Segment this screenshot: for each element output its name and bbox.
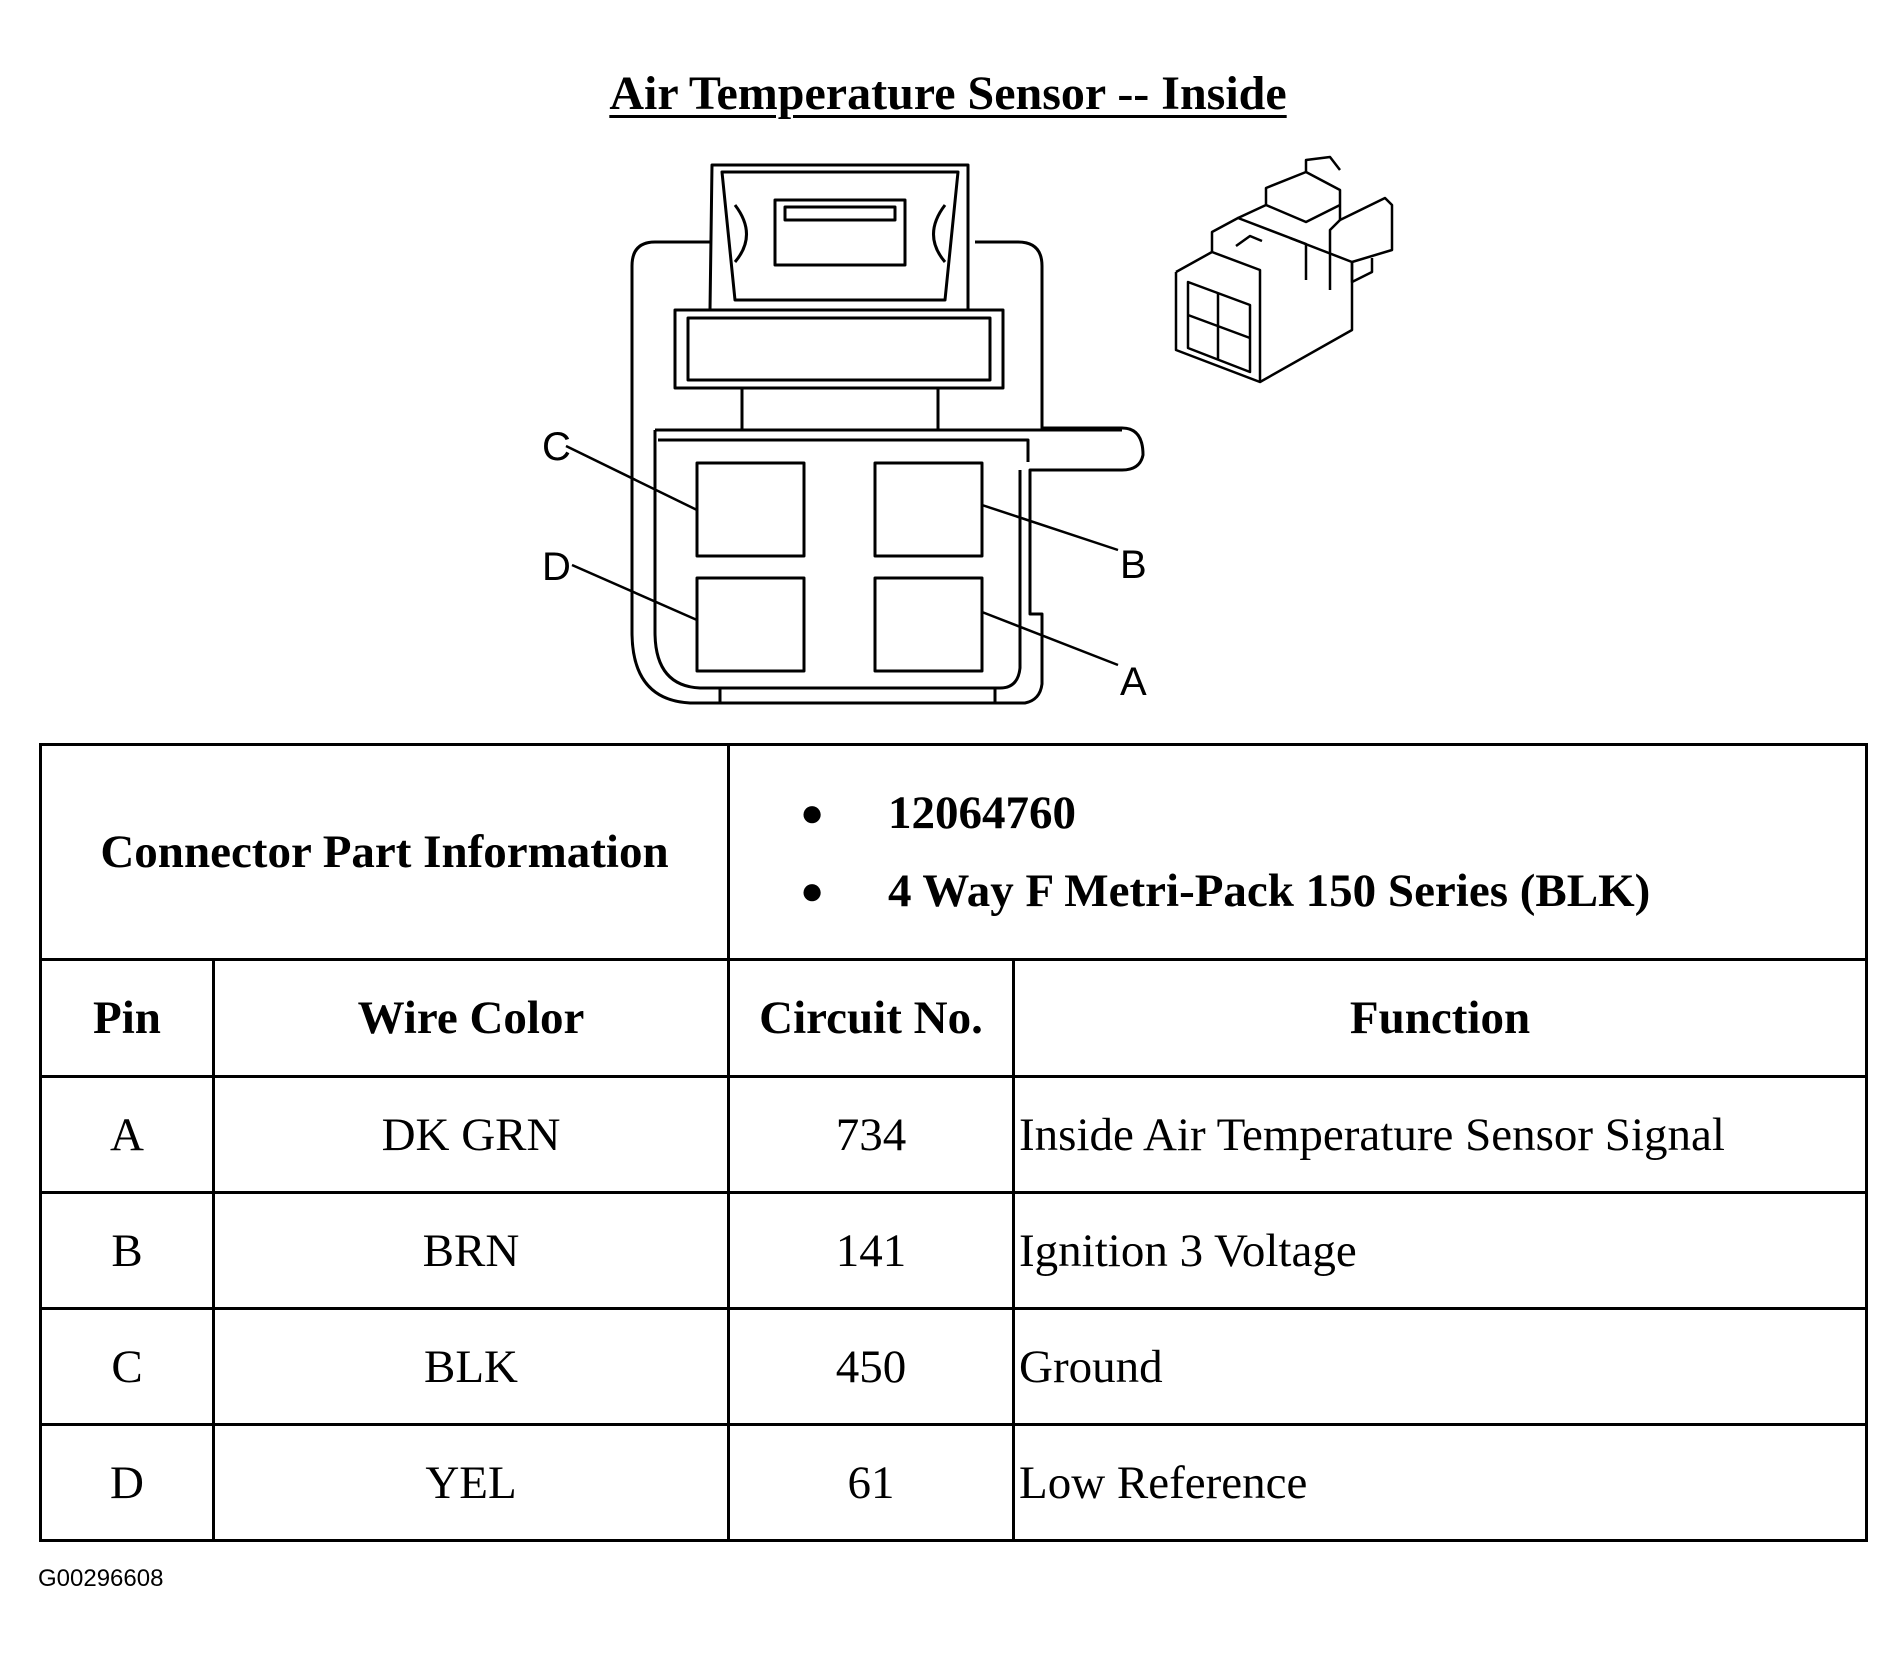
diagram-title: Air Temperature Sensor -- Inside (0, 66, 1896, 122)
figure-id: G00296608 (38, 1565, 164, 1592)
header-circuit-no: Circuit No. (727, 958, 1015, 1078)
cell-function: Ground (1012, 1307, 1868, 1426)
table-header-row: Pin Wire Color Circuit No. Function (39, 958, 1868, 1078)
connector-part-info-row: Connector Part Information ● 12064760 ● … (39, 743, 1868, 961)
connector-face-view (565, 163, 1145, 705)
connector-description: 4 Way F Metri-Pack 150 Series (BLK) (888, 865, 1651, 917)
connector-drawing: C D B A (0, 0, 1896, 740)
header-function: Function (1012, 958, 1868, 1078)
connector-part-number: 12064760 (888, 787, 1076, 839)
connector-part-info-values: ● 12064760 ● 4 Way F Metri-Pack 150 Seri… (727, 743, 1868, 961)
cavity-a (873, 576, 984, 673)
diagram-title-text: Air Temperature Sensor -- Inside (609, 67, 1287, 120)
bullet-icon: ● (800, 868, 825, 913)
cell-wire-color: YEL (212, 1423, 730, 1542)
cell-circuit-no: 141 (727, 1191, 1015, 1310)
callout-b: B (1120, 543, 1147, 587)
connector-part-info-list: ● 12064760 ● 4 Way F Metri-Pack 150 Seri… (800, 785, 1865, 919)
cell-circuit-no: 61 (727, 1423, 1015, 1542)
bullet-icon: ● (800, 790, 825, 835)
callout-c: C (542, 425, 571, 469)
cell-pin: D (39, 1423, 215, 1542)
list-item: ● 4 Way F Metri-Pack 150 Series (BLK) (800, 863, 1865, 919)
cell-wire-color: BRN (212, 1191, 730, 1310)
connector-pin-table: Connector Part Information ● 12064760 ● … (39, 743, 1868, 1542)
cavity-b (873, 461, 984, 558)
cell-function: Ignition 3 Voltage (1012, 1191, 1868, 1310)
cavity-d (695, 576, 806, 673)
cell-pin: A (39, 1075, 215, 1194)
callout-d: D (542, 545, 571, 589)
cell-circuit-no: 450 (727, 1307, 1015, 1426)
table-row: C BLK 450 Ground (39, 1307, 1868, 1426)
table-row: D YEL 61 Low Reference (39, 1423, 1868, 1542)
list-item: ● 12064760 (800, 785, 1865, 841)
cell-pin: B (39, 1191, 215, 1310)
table-row: A DK GRN 734 Inside Air Temperature Sens… (39, 1075, 1868, 1194)
connector-isometric-view (1174, 155, 1394, 384)
cell-pin: C (39, 1307, 215, 1426)
cell-wire-color: BLK (212, 1307, 730, 1426)
callout-a: A (1120, 660, 1147, 704)
connector-part-info-label: Connector Part Information (39, 743, 730, 961)
cell-function: Inside Air Temperature Sensor Signal (1012, 1075, 1868, 1194)
cell-wire-color: DK GRN (212, 1075, 730, 1194)
cavity-c (695, 461, 806, 558)
table-row: B BRN 141 Ignition 3 Voltage (39, 1191, 1868, 1310)
header-pin: Pin (39, 958, 215, 1078)
header-wire-color: Wire Color (212, 958, 730, 1078)
cell-function: Low Reference (1012, 1423, 1868, 1542)
cell-circuit-no: 734 (727, 1075, 1015, 1194)
